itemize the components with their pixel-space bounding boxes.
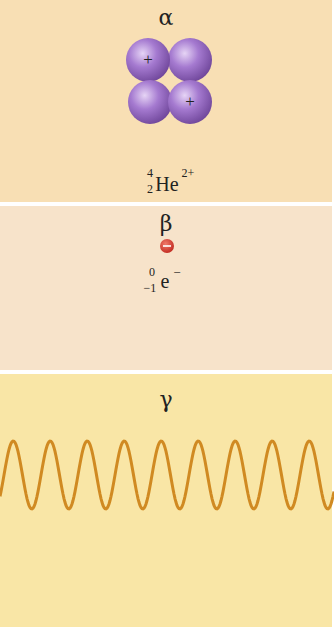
charge-number: −1 [144, 282, 157, 294]
element-symbol: He [155, 174, 178, 194]
charge-sign: + [185, 93, 195, 110]
electron [160, 239, 174, 253]
atomic-number: 2 [147, 183, 153, 195]
mass-number: 0 [149, 266, 155, 278]
radiation-symbol: β [0, 211, 332, 237]
ion-charge: − [173, 266, 180, 279]
neutron-sphere [168, 38, 212, 82]
proton-sphere [168, 80, 212, 124]
proton-sphere [126, 38, 170, 82]
neutron-sphere [128, 80, 172, 124]
minus-sign [163, 245, 171, 247]
radiation-panel: γ [0, 374, 332, 627]
ion-charge: 2+ [182, 167, 195, 179]
charge-sign: + [143, 51, 153, 68]
radiation-symbol: α [0, 5, 332, 31]
mass-number: 4 [147, 167, 153, 179]
radiation-symbol: γ [0, 387, 332, 413]
electron-symbol: e [161, 271, 170, 291]
electron-sphere [160, 239, 174, 253]
